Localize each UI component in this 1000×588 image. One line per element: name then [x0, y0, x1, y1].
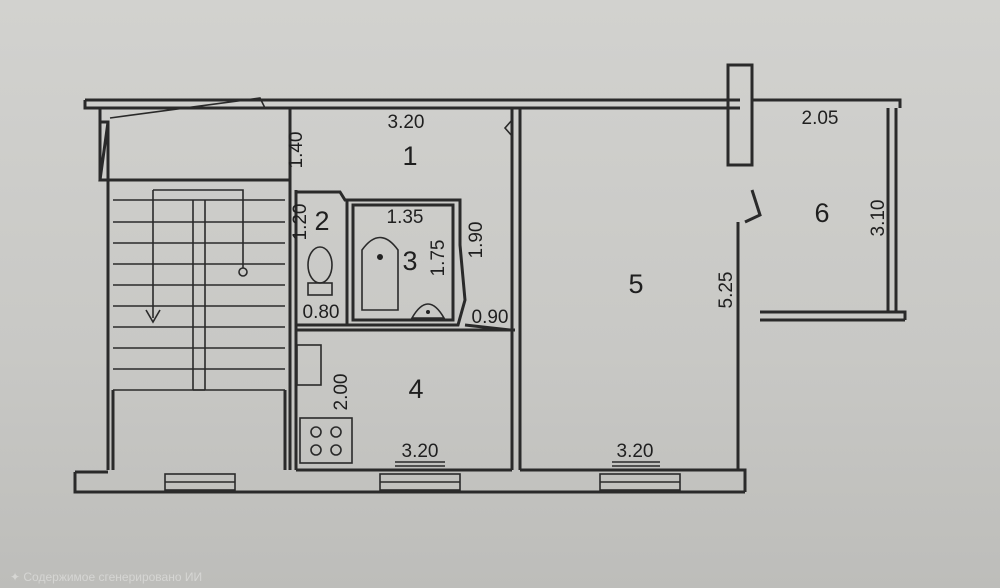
room-6-depth: 3.10 [868, 200, 889, 237]
room-labels: 1 3.20 1.40 2 0.80 1.20 3 1.35 1.75 1.90… [286, 108, 889, 462]
stove-icon [299, 417, 353, 464]
sink-icon [296, 344, 322, 386]
room-5-number: 5 [628, 269, 643, 299]
room-2-width: 0.80 [303, 302, 340, 323]
room-4-number: 4 [408, 374, 423, 404]
room-2-depth: 1.20 [290, 204, 311, 241]
room-3-depth: 1.75 [428, 240, 449, 277]
outer-walls [73, 63, 907, 494]
room-6-width: 2.05 [802, 108, 839, 129]
room-2-number: 2 [314, 206, 329, 236]
room-5-width: 3.20 [617, 441, 654, 462]
interior-walls [288, 108, 738, 472]
room-1-number: 1 [402, 141, 417, 171]
windows [164, 461, 681, 491]
room-3-extra-dim: 1.90 [466, 222, 487, 259]
room-5-depth: 5.25 [716, 272, 737, 309]
room-1-depth: 1.40 [286, 132, 307, 169]
room-1-width: 3.20 [388, 112, 425, 133]
ai-watermark: ✦ Содержимое сгенерировано ИИ [10, 570, 203, 584]
staircase [98, 97, 292, 470]
room-3-width: 1.35 [387, 207, 424, 228]
fixtures [296, 236, 446, 464]
bathtub-icon [361, 236, 399, 311]
toilet-icon [307, 246, 333, 296]
washbasin-icon [410, 303, 446, 319]
room-6-number: 6 [814, 198, 829, 228]
room-4-width: 3.20 [402, 441, 439, 462]
room-4-depth: 2.00 [331, 374, 352, 411]
room-3-number: 3 [402, 246, 417, 276]
room-3-door-dim: 0.90 [472, 307, 509, 328]
